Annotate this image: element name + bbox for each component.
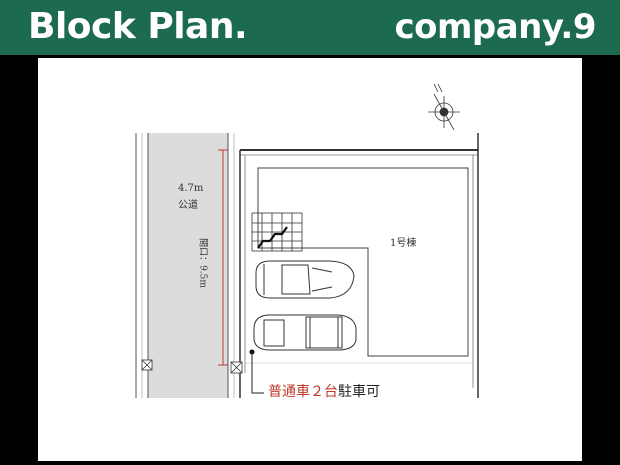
parking-note-cars: 普通車２台 [268, 384, 338, 400]
building-label: 1号棟 [390, 238, 417, 249]
parking-note-allowed: 駐車可 [338, 384, 380, 400]
page-title: Block Plan. [28, 6, 248, 47]
meter-box-icon [230, 361, 243, 374]
public-road [148, 133, 228, 398]
frontage-dimension-line [218, 149, 228, 366]
block-plan-sheet: 4.7m 公道 間口：9.5m 1号棟 普通車２台駐車可 [38, 58, 582, 461]
header-banner: Block Plan. company.9 [0, 0, 620, 55]
road-type-label: 公道 [178, 200, 198, 211]
company-name: company.9 [394, 7, 596, 47]
car-icon [253, 314, 357, 351]
frontage-label: 間口：9.5m [197, 238, 208, 288]
car-icon [255, 260, 355, 299]
site-plan-drawing [135, 83, 479, 398]
compass-north-icon [428, 83, 460, 131]
meter-box-icon [141, 359, 153, 371]
entrance-stairs [251, 212, 303, 252]
parking-note: 普通車２台駐車可 [268, 381, 380, 401]
road-width-label: 4.7m [178, 183, 204, 194]
